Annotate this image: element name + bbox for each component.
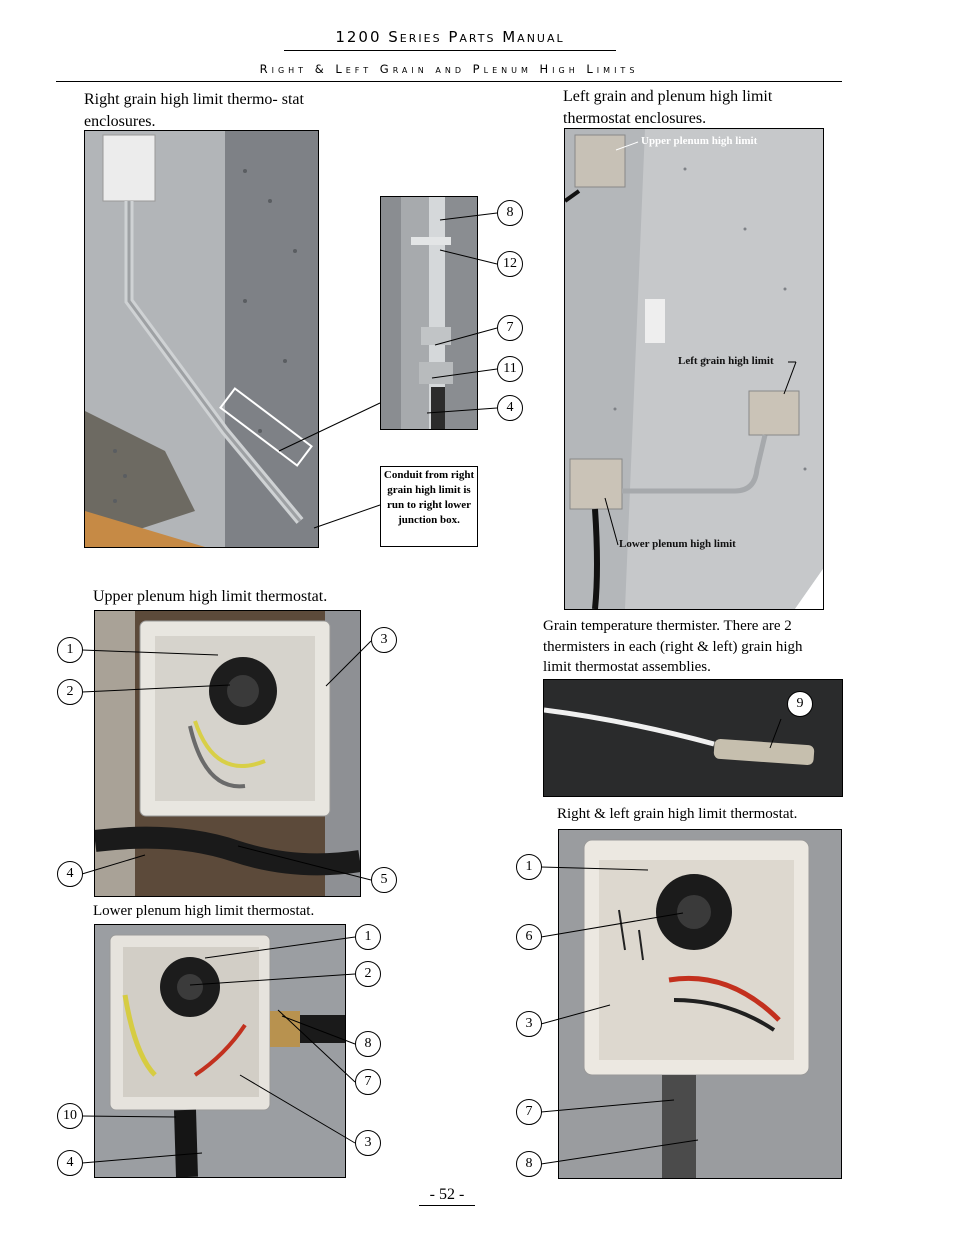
caption-upper-plenum: Upper plenum high limit thermostat.	[93, 588, 328, 605]
label-lower-plenum-high-limit: Lower plenum high limit	[619, 538, 736, 550]
caption-left-enclosures: Left grain and plenum high limit thermos…	[563, 88, 773, 127]
callout-grain-thermostat-3: 3	[516, 1011, 542, 1037]
photo-thermister	[543, 679, 843, 797]
photo-grain-thermostat	[558, 829, 842, 1179]
callout-lower-plenum-10: 10	[57, 1103, 83, 1129]
callout-lower-plenum-4: 4	[57, 1150, 83, 1176]
callout-upper-plenum-3: 3	[371, 627, 397, 653]
callout-upper-plenum-4: 4	[57, 861, 83, 887]
caption-right-left-grain: Right & left grain high limit thermostat…	[557, 806, 798, 822]
section-title: Right & Left Grain and Plenum High Limit…	[56, 62, 842, 82]
caption-lower-plenum: Lower plenum high limit thermostat.	[93, 903, 315, 919]
callout-upper-plenum-1: 1	[57, 637, 83, 663]
callout-detail-4: 4	[497, 395, 523, 421]
callout-thermister-9: 9	[787, 691, 813, 717]
callout-detail-11: 11	[497, 356, 523, 382]
manual-title: 1200 Series Parts Manual	[284, 28, 616, 51]
callout-upper-plenum-5: 5	[371, 867, 397, 893]
callout-upper-plenum-2: 2	[57, 679, 83, 705]
conduit-note: Conduit from right grain high limit is r…	[380, 466, 478, 547]
callout-grain-thermostat-6: 6	[516, 924, 542, 950]
caption-right-enclosures: Right grain high limit thermo- stat encl…	[84, 91, 304, 130]
photo-upper-plenum-thermostat	[94, 610, 361, 897]
callout-lower-plenum-2: 2	[355, 961, 381, 987]
callout-grain-thermostat-8: 8	[516, 1151, 542, 1177]
label-left-grain-high-limit: Left grain high limit	[678, 355, 774, 367]
caption-thermister: Grain temperature thermister. There are …	[543, 618, 803, 675]
photo-left-enclosures	[564, 128, 824, 610]
callout-lower-plenum-1: 1	[355, 924, 381, 950]
photo-conduit-detail	[380, 196, 478, 430]
page-number: - 52 -	[419, 1186, 475, 1206]
callout-lower-plenum-8: 8	[355, 1031, 381, 1057]
photo-right-grain-enclosures	[84, 130, 319, 548]
callout-lower-plenum-3: 3	[355, 1130, 381, 1156]
callout-grain-thermostat-7: 7	[516, 1099, 542, 1125]
callout-grain-thermostat-1: 1	[516, 854, 542, 880]
callout-detail-7: 7	[497, 315, 523, 341]
callout-detail-8: 8	[497, 200, 523, 226]
callout-lower-plenum-7: 7	[355, 1069, 381, 1095]
photo-lower-plenum-thermostat	[94, 924, 346, 1178]
callout-detail-12: 12	[497, 251, 523, 277]
label-upper-plenum-high-limit: Upper plenum high limit	[641, 135, 758, 147]
